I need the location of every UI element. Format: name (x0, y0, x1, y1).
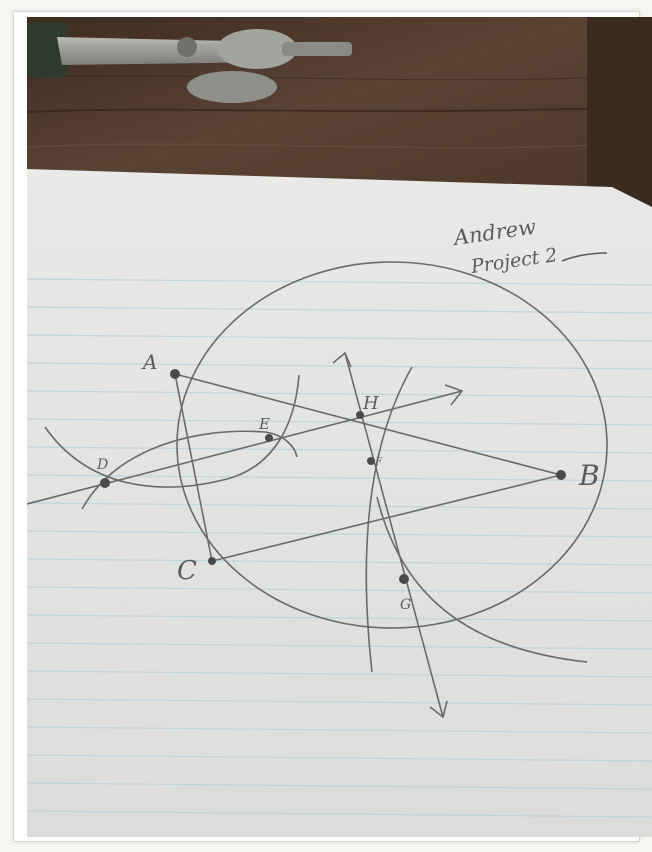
geometric-construction (27, 261, 608, 719)
point-f (367, 457, 375, 465)
construction-points (100, 369, 566, 584)
label-b: B (578, 459, 600, 492)
arc-g-right (376, 496, 588, 663)
circumcircle (176, 261, 608, 629)
arrow-head-down (429, 700, 448, 719)
label-c: C (177, 556, 197, 586)
label-f: F (374, 457, 383, 468)
point-b (556, 470, 566, 480)
segment-cb (211, 474, 562, 562)
arrow-head-up (332, 351, 352, 368)
segment-ab (174, 373, 562, 476)
arc-d-e (44, 374, 300, 488)
label-d: D (96, 457, 108, 473)
segment-ac (174, 373, 213, 562)
arc-d-lower (81, 430, 298, 510)
label-e: E (258, 415, 270, 433)
arc-f-g-left (365, 366, 413, 673)
notebook-photo: A B C D E F G H Andrew Project 2 (27, 17, 652, 837)
notebook-paper (27, 169, 652, 837)
label-h: H (362, 393, 379, 414)
metal-tool-object (27, 22, 352, 103)
label-g: G (400, 597, 411, 613)
point-e (265, 434, 273, 442)
point-c (208, 557, 216, 565)
label-a: A (141, 350, 157, 374)
photo-scene: A B C D E F G H Andrew Project 2 (27, 17, 652, 837)
point-labels: A B C D E F G H (96, 350, 600, 613)
point-g (399, 574, 409, 584)
point-a (170, 369, 180, 379)
arrow-head-right (444, 384, 464, 406)
point-d (100, 478, 110, 488)
point-h (356, 411, 364, 419)
